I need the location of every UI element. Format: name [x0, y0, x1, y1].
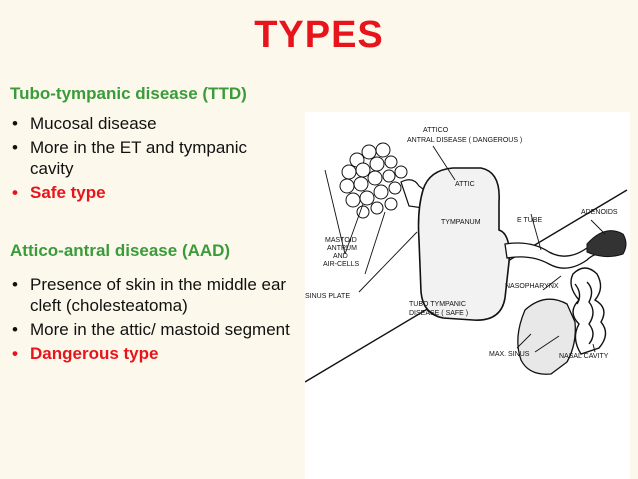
ear-diagram: ATTICO ANTRAL DISEASE ( DANGEROUS ) ATTI…	[305, 112, 630, 479]
bullet-icon: •	[12, 320, 18, 339]
list-item: • Safe type	[10, 182, 295, 203]
label-sinus-plate: SINUS PLATE	[305, 293, 350, 300]
list-item: • Presence of skin in the middle ear clef…	[10, 274, 295, 316]
list-item: • Mucosal disease	[10, 113, 295, 134]
leader-lines	[324, 145, 606, 353]
bullet-icon: •	[12, 114, 18, 133]
aad-item-text: More in the attic/ mastoid segment	[30, 320, 290, 339]
nasal-cavity-shape	[570, 267, 607, 355]
bullet-icon: •	[12, 138, 18, 157]
list-item: • More in the ET and tympanic cavity	[10, 137, 295, 179]
label-attico: ATTICO	[423, 127, 449, 134]
bullet-icon: •	[12, 344, 18, 363]
bullet-icon: •	[12, 275, 18, 294]
list-item: • Dangerous type	[10, 343, 295, 364]
label-nasopharynx: NASOPHARYNX	[505, 283, 559, 290]
label-and: AND	[333, 253, 348, 260]
label-tubo-tympanic: TUBO TYMPANIC	[409, 301, 466, 308]
label-tympanum: TYMPANUM	[441, 219, 481, 226]
aad-heading: Attico-antral disease (AAD)	[10, 241, 231, 260]
diagram-labels: ATTICO ANTRAL DISEASE ( DANGEROUS ) ATTI…	[305, 127, 618, 360]
label-disease-safe: DISEASE ( SAFE )	[409, 310, 468, 317]
aad-item-text: Presence of skin in the middle ear cleft…	[30, 275, 287, 315]
label-antral-disease: ANTRAL DISEASE ( DANGEROUS )	[407, 137, 522, 144]
tympanic-cavity	[417, 167, 511, 321]
adenoids-shape	[586, 230, 627, 258]
list-item: • More in the attic/ mastoid segment	[10, 319, 295, 340]
label-max-sinus: MAX. SINUS	[489, 351, 530, 358]
slide-title: TYPES	[254, 14, 384, 56]
maxillary-sinus-shape	[517, 298, 576, 375]
bullet-icon: •	[12, 183, 18, 202]
label-nasal-cavity: NASAL CAVITY	[559, 353, 609, 360]
ttd-heading: Tubo-tympanic disease (TTD)	[10, 84, 247, 103]
ttd-item-text: Mucosal disease	[30, 114, 157, 133]
aad-list: • Presence of skin in the middle ear clef…	[10, 274, 295, 367]
aad-item-text: Dangerous type	[30, 344, 159, 363]
label-mastoid: MASTOID	[325, 237, 357, 244]
label-adenoids: ADENOIDS	[581, 209, 618, 216]
label-e-tube: E TUBE	[517, 217, 542, 224]
label-attic: ATTIC	[455, 181, 475, 188]
ttd-item-text: Safe type	[30, 183, 106, 202]
label-antrum: ANTRUM	[327, 245, 357, 252]
ttd-item-text: More in the ET and tympanic cavity	[30, 138, 248, 178]
ttd-list: • Mucosal disease • More in the ET and tym…	[10, 113, 295, 206]
mastoid-air-cells	[339, 142, 408, 219]
label-air-cells: AIR-CELLS	[323, 261, 360, 268]
